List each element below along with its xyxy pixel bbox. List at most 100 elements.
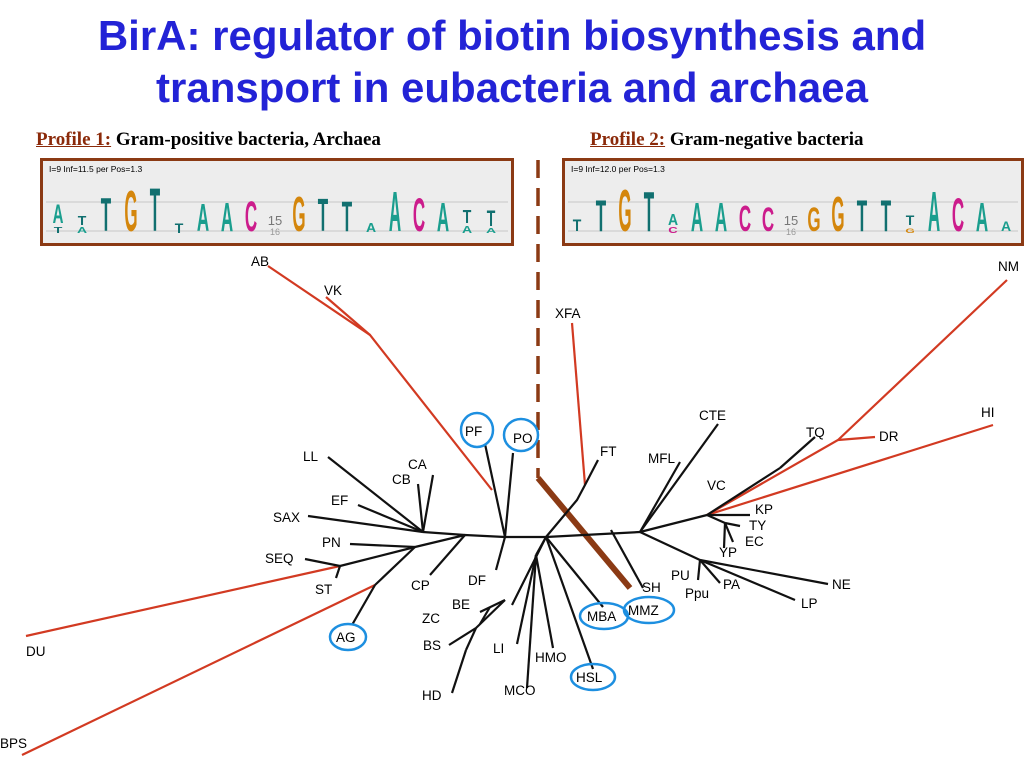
svg-text:A: A bbox=[366, 221, 377, 235]
label-NE: NE bbox=[832, 577, 851, 592]
label-SH: SH bbox=[642, 580, 661, 595]
profile-2-description: Gram-negative bacteria bbox=[669, 129, 864, 150]
label-VK: VK bbox=[324, 283, 342, 298]
svg-text:G: G bbox=[831, 187, 844, 242]
branch-brown-SH bbox=[535, 476, 633, 590]
svg-text:T: T bbox=[573, 217, 582, 235]
svg-text:C: C bbox=[762, 201, 774, 239]
circle-HSL bbox=[569, 662, 617, 692]
svg-text:T: T bbox=[906, 212, 915, 228]
logo-2-header: I=9 Inf=12.0 per Pos=1.3 bbox=[571, 164, 665, 174]
label-CA: CA bbox=[408, 457, 427, 472]
label-YP: YP bbox=[719, 545, 737, 560]
svg-text:C: C bbox=[413, 188, 425, 241]
label-HMO: HMO bbox=[535, 650, 567, 665]
label-Ppu: Ppu bbox=[685, 586, 709, 601]
label-BE: BE bbox=[452, 597, 470, 612]
sequence-logo-2: I=9 Inf=12.0 per Pos=1.3 T T G T A C A A… bbox=[562, 158, 1024, 246]
svg-text:T: T bbox=[644, 180, 654, 243]
svg-text:A: A bbox=[976, 194, 988, 240]
svg-text:A: A bbox=[197, 197, 209, 240]
circle-PO bbox=[502, 417, 540, 453]
label-MCO: MCO bbox=[504, 683, 536, 698]
svg-text:T: T bbox=[175, 220, 184, 236]
svg-text:G: G bbox=[905, 228, 914, 235]
profile-2-name: Profile 2: bbox=[590, 129, 666, 150]
branch-HI bbox=[706, 423, 994, 517]
label-LL: LL bbox=[303, 449, 319, 464]
svg-text:T: T bbox=[78, 214, 87, 228]
circle-MMZ bbox=[622, 595, 676, 625]
svg-text:C: C bbox=[245, 193, 257, 240]
label-HI: HI bbox=[981, 405, 995, 420]
svg-text:C: C bbox=[952, 188, 964, 241]
svg-text:A: A bbox=[1001, 218, 1011, 234]
label-FT: FT bbox=[600, 444, 617, 459]
svg-text:A: A bbox=[715, 194, 727, 240]
label-HD: HD bbox=[422, 688, 442, 703]
label-PN: PN bbox=[322, 535, 341, 550]
svg-text:C: C bbox=[739, 199, 751, 239]
logo-1-header: I=9 Inf=11.5 per Pos=1.3 bbox=[49, 164, 142, 174]
svg-text:A: A bbox=[53, 198, 64, 229]
sequence-logo-1: I=9 Inf=11.5 per Pos=1.3 A T T A T G T T… bbox=[40, 158, 514, 246]
branch-DR bbox=[837, 435, 876, 442]
slide-title: BirA: regulator of biotin biosynthesis a… bbox=[0, 10, 1024, 114]
circle-AG bbox=[328, 622, 368, 652]
red-branches bbox=[21, 265, 1008, 756]
label-LI: LI bbox=[493, 641, 504, 656]
label-PO: PO bbox=[513, 431, 533, 446]
label-AG: AG bbox=[336, 630, 356, 645]
label-DF: DF bbox=[468, 573, 486, 588]
label-DR: DR bbox=[879, 429, 899, 444]
label-MMZ: MMZ bbox=[628, 603, 659, 618]
svg-text:T: T bbox=[318, 191, 328, 241]
label-HSL: HSL bbox=[576, 670, 603, 685]
svg-text:A: A bbox=[389, 180, 401, 243]
svg-text:T: T bbox=[463, 207, 472, 227]
svg-text:T: T bbox=[881, 193, 892, 242]
title-line-1: BirA: regulator of biotin biosynthesis a… bbox=[97, 12, 927, 59]
branch-XFA bbox=[570, 322, 587, 486]
svg-text:G: G bbox=[124, 179, 137, 243]
svg-text:T: T bbox=[487, 206, 496, 231]
branch-DU bbox=[25, 564, 341, 638]
svg-text:G: G bbox=[292, 187, 305, 242]
label-CP: CP bbox=[411, 578, 430, 593]
svg-text:A: A bbox=[437, 194, 449, 240]
svg-text:T: T bbox=[857, 193, 868, 242]
label-PF: PF bbox=[465, 424, 482, 439]
profile-1-label: Profile 1: Gram-positive bacteria, Archa… bbox=[36, 129, 381, 151]
label-LP: LP bbox=[801, 596, 818, 611]
svg-text:A: A bbox=[77, 226, 88, 235]
label-ST: ST bbox=[315, 582, 332, 597]
label-KP: KP bbox=[755, 502, 773, 517]
profile-1-name: Profile 1: bbox=[36, 129, 112, 150]
profile-1-description: Gram-positive bacteria, Archaea bbox=[115, 129, 381, 150]
black-branches bbox=[304, 423, 829, 694]
svg-text:T: T bbox=[54, 226, 63, 235]
label-VC: VC bbox=[707, 478, 726, 493]
svg-text:15: 15 bbox=[268, 213, 282, 228]
branch-BPS bbox=[21, 584, 376, 756]
svg-text:T: T bbox=[596, 193, 607, 242]
title-line-2: transport in eubacteria and archaea bbox=[156, 64, 868, 111]
label-BPS: BPS bbox=[0, 736, 27, 751]
svg-text:15: 15 bbox=[784, 213, 798, 228]
svg-text:A: A bbox=[486, 227, 496, 235]
label-ZC: ZC bbox=[422, 611, 440, 626]
label-DU: DU bbox=[26, 644, 46, 659]
label-EC: EC bbox=[745, 534, 764, 549]
branch-VK bbox=[325, 296, 371, 336]
label-EF: EF bbox=[331, 493, 348, 508]
svg-text:T: T bbox=[342, 193, 353, 240]
label-PU: PU bbox=[671, 568, 690, 583]
svg-text:A: A bbox=[928, 180, 940, 243]
svg-text:16: 16 bbox=[270, 227, 280, 237]
branch-NM bbox=[706, 279, 1008, 516]
svg-text:A: A bbox=[668, 212, 678, 229]
svg-text:A: A bbox=[221, 194, 233, 240]
label-SAX: SAX bbox=[273, 510, 300, 525]
label-TQ: TQ bbox=[806, 425, 825, 440]
